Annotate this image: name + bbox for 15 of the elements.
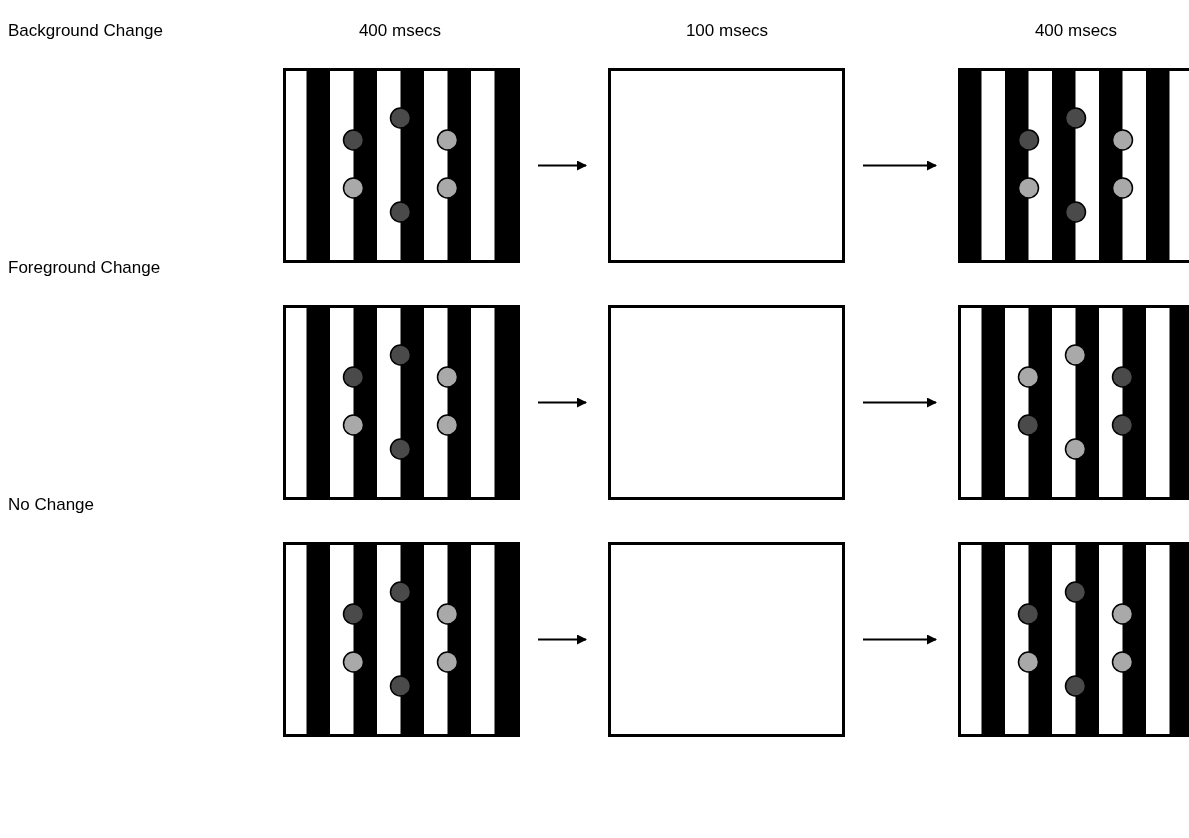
arrow — [862, 634, 937, 645]
condition-label: No Change — [8, 495, 94, 515]
duration-label: 400 msecs — [1034, 21, 1118, 41]
arrow — [537, 634, 587, 645]
arrow — [537, 160, 587, 171]
condition-label: Background Change — [8, 21, 163, 41]
duration-label: 400 msecs — [358, 21, 442, 41]
arrow — [862, 160, 937, 171]
condition-label: Foreground Change — [8, 258, 161, 278]
duration-label: 100 msecs — [685, 21, 769, 41]
blank-screen — [608, 68, 845, 263]
arrow — [862, 397, 937, 408]
blank-screen — [608, 542, 845, 737]
arrow — [537, 397, 587, 408]
blank-screen — [608, 305, 845, 500]
